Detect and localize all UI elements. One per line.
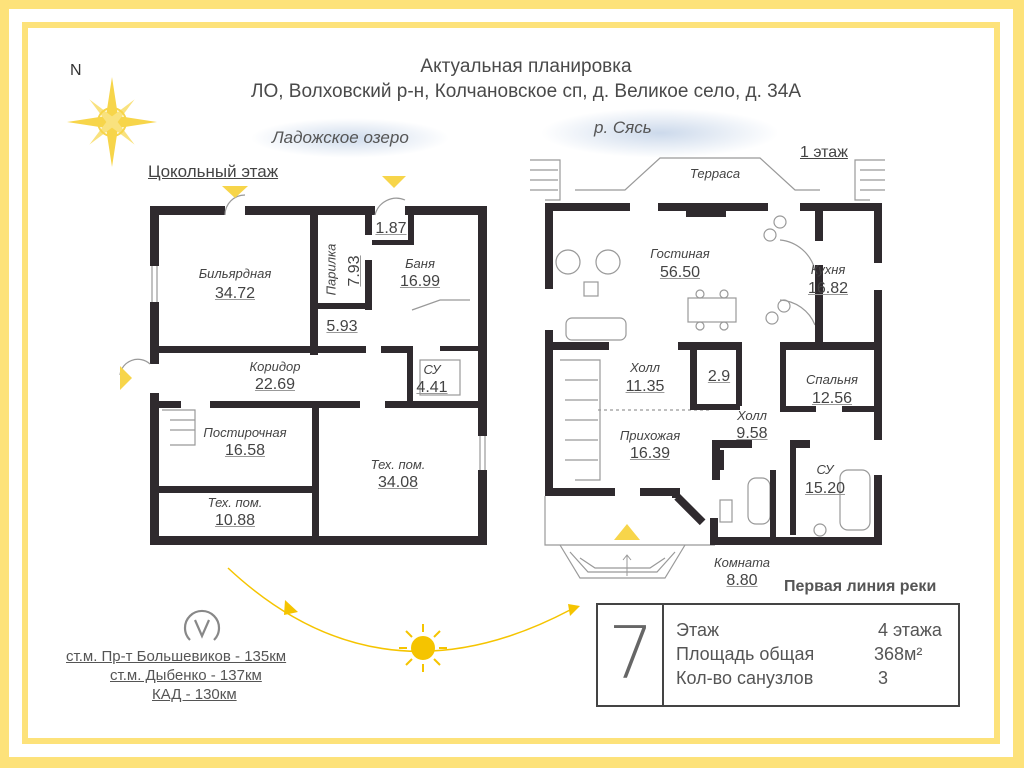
- room-name: Коридор: [249, 359, 301, 374]
- room-name: Бильярдная: [198, 266, 272, 281]
- room-area: 1.87: [375, 220, 407, 237]
- room-area: 22.69: [254, 376, 296, 393]
- info-box: [596, 603, 960, 707]
- river-line-label: Первая линия реки: [784, 578, 937, 595]
- room-name: Терраса: [689, 166, 741, 181]
- room-name: Постирочная: [203, 425, 287, 440]
- room-name: Комната: [713, 555, 771, 570]
- room-area: 5.93: [326, 318, 358, 335]
- lake-label: Ладожское озеро: [272, 128, 409, 147]
- kad-distance: КАД - 130км: [152, 686, 237, 703]
- room-area: 15.20: [804, 480, 846, 497]
- first-floor-label: 1 этаж: [800, 144, 848, 161]
- room-area: 16.39: [629, 445, 671, 462]
- room-area: 16.82: [807, 280, 849, 297]
- room-name: Прихожая: [619, 428, 681, 443]
- room-area: 16.58: [224, 442, 266, 459]
- info-value-area: 368м²: [874, 644, 923, 664]
- room-area: 34.72: [214, 285, 256, 302]
- room-name: Холл: [630, 360, 660, 375]
- room-name: Спальня: [806, 372, 858, 387]
- room-name: Баня: [405, 256, 435, 271]
- room-name: Холл: [737, 408, 767, 423]
- room-area: 4.41: [416, 379, 448, 396]
- room-name: Тех. пом.: [370, 457, 426, 472]
- room-area: 11.35: [625, 378, 665, 395]
- room-name: Тех. пом.: [207, 495, 263, 510]
- title-line-2: ЛО, Волховский р-н, Колчановское сп, д. …: [251, 81, 801, 102]
- room-area: 12.56: [811, 390, 853, 407]
- room-area: 16.99: [399, 273, 441, 290]
- info-label-bathrooms: Кол-во санузлов: [676, 668, 814, 688]
- room-area: 10.88: [214, 512, 256, 529]
- title-line-1: Актуальная планировка: [420, 56, 632, 77]
- metro-distance-2: ст.м. Дыбенко - 137км: [110, 667, 262, 684]
- compass-north-label: N: [70, 62, 82, 79]
- info-label-floors: Этаж: [676, 620, 720, 640]
- river-label: р. Сясь: [594, 118, 652, 137]
- room-area: 2.9: [707, 368, 731, 385]
- info-divider: [662, 603, 664, 707]
- info-value-floors: 4 этажа: [878, 620, 942, 640]
- room-area: 9.58: [736, 425, 768, 442]
- room-name: СУ: [816, 462, 834, 477]
- room-name: Кухня: [810, 262, 846, 277]
- room-name: Гостиная: [650, 246, 710, 261]
- room-area: 34.08: [377, 474, 419, 491]
- room-area: 56.50: [659, 264, 701, 281]
- lake-wave: [250, 118, 450, 158]
- info-label-area: Площадь общая: [676, 644, 815, 664]
- metro-distance-1: ст.м. Пр-т Большевиков - 135км: [66, 648, 287, 665]
- info-value-bathrooms: 3: [878, 668, 889, 688]
- basement-floor-label: Цокольный этаж: [148, 162, 279, 181]
- room-name: СУ: [423, 362, 441, 377]
- lot-number: 7: [608, 611, 654, 695]
- river-wave: [540, 108, 780, 158]
- room-area: 8.80: [726, 572, 758, 589]
